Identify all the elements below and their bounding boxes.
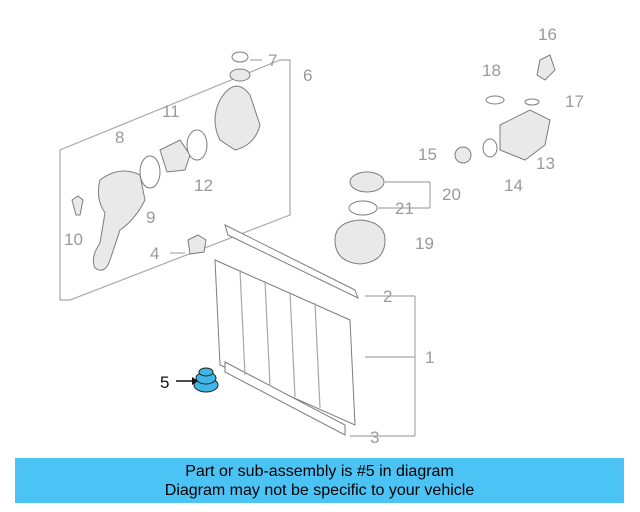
callout-3: 3 bbox=[370, 428, 379, 447]
part-5-highlight[interactable] bbox=[176, 367, 219, 393]
callout-13: 13 bbox=[536, 154, 555, 173]
parts-diagram: 1 2 3 4 5 6 7 8 9 10 11 12 13 14 15 16 1… bbox=[59, 25, 584, 447]
callout-6: 6 bbox=[303, 66, 312, 85]
callout-8: 8 bbox=[115, 128, 124, 147]
callout-14: 14 bbox=[504, 176, 523, 195]
callout-21: 21 bbox=[395, 199, 414, 218]
callout-15: 15 bbox=[418, 145, 437, 164]
banner-line-1: Part or sub-assembly is #5 in diagram bbox=[185, 463, 454, 480]
callout-9: 9 bbox=[146, 208, 155, 227]
callout-12: 12 bbox=[194, 176, 213, 195]
callout-19: 19 bbox=[415, 234, 434, 253]
thermostat-group bbox=[454, 54, 556, 164]
callout-10: 10 bbox=[64, 230, 83, 249]
callout-2: 2 bbox=[383, 287, 392, 306]
callout-18: 18 bbox=[482, 61, 501, 80]
callout-4: 4 bbox=[150, 244, 159, 263]
callout-1: 1 bbox=[425, 348, 434, 367]
callout-11: 11 bbox=[162, 102, 180, 121]
callout-20: 20 bbox=[442, 185, 461, 204]
callout-7: 7 bbox=[268, 51, 277, 70]
info-banner: Part or sub-assembly is #5 in diagram Di… bbox=[15, 458, 624, 503]
callout-16: 16 bbox=[538, 25, 557, 44]
expansion-tank-group bbox=[334, 171, 431, 265]
banner-line-2: Diagram may not be specific to your vehi… bbox=[164, 482, 475, 499]
callout-5: 5 bbox=[160, 373, 169, 392]
pump-assembly-panel bbox=[59, 51, 291, 301]
radiator-group bbox=[170, 224, 416, 437]
callout-17: 17 bbox=[565, 92, 584, 111]
